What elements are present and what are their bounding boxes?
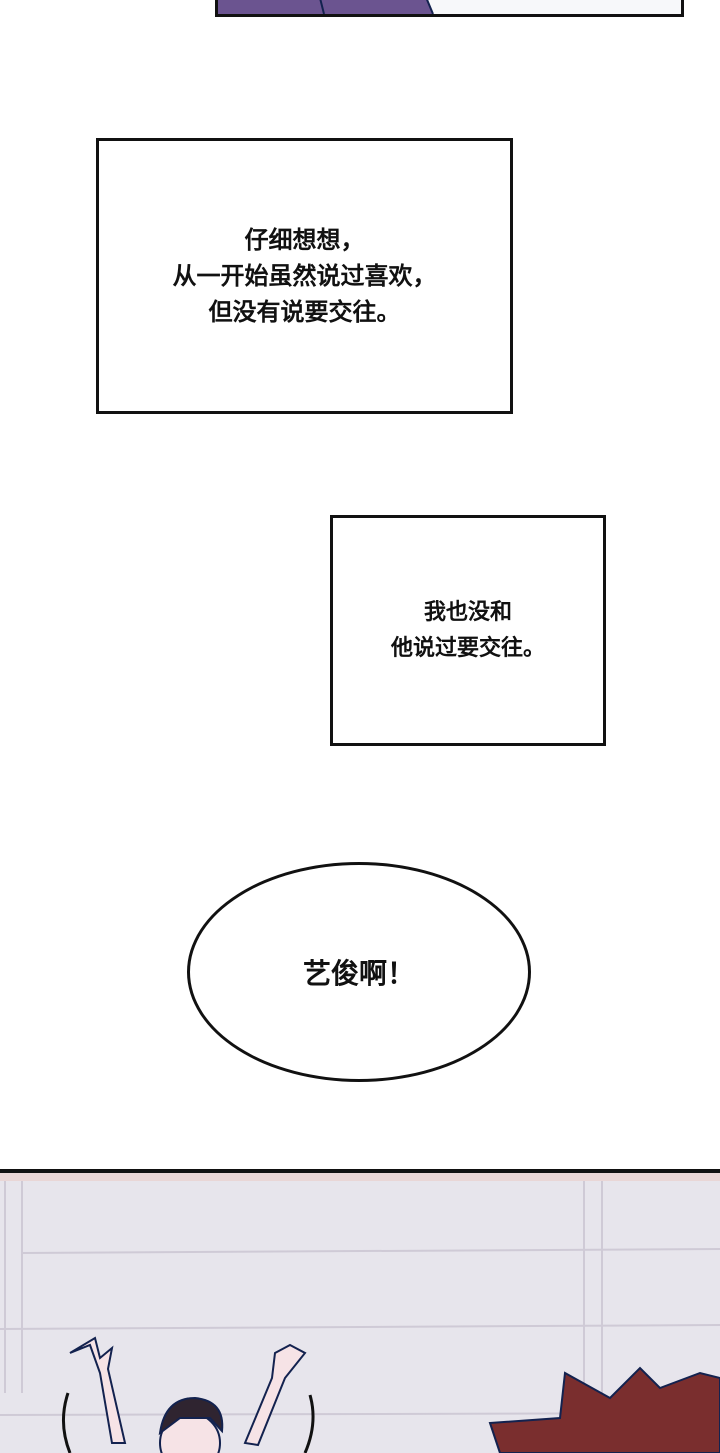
character-cheering [69, 1336, 307, 1453]
comic-panel-scene [0, 1169, 720, 1453]
narration-line: 他说过要交往。 [390, 635, 545, 661]
speech-text: 艺俊啊！ [302, 957, 415, 990]
narration-line: 我也没和 [423, 599, 512, 625]
previous-comic-panel [215, 0, 684, 17]
narration-box-1: 仔细想想， 从一开始虽然说过喜欢， 但没有说要交往。 [96, 138, 513, 414]
narration-line: 仔细想想， [244, 226, 365, 254]
speech-bubble: 艺俊啊！ [187, 862, 531, 1082]
spiky-red-hair [488, 1366, 720, 1453]
panel-artwork [218, 0, 434, 14]
scene-artwork [0, 1173, 720, 1453]
narration-box-2: 我也没和 他说过要交往。 [330, 515, 606, 746]
narration-line: 从一开始虽然说过喜欢， [172, 262, 437, 290]
narration-line: 但没有说要交往。 [208, 298, 401, 326]
